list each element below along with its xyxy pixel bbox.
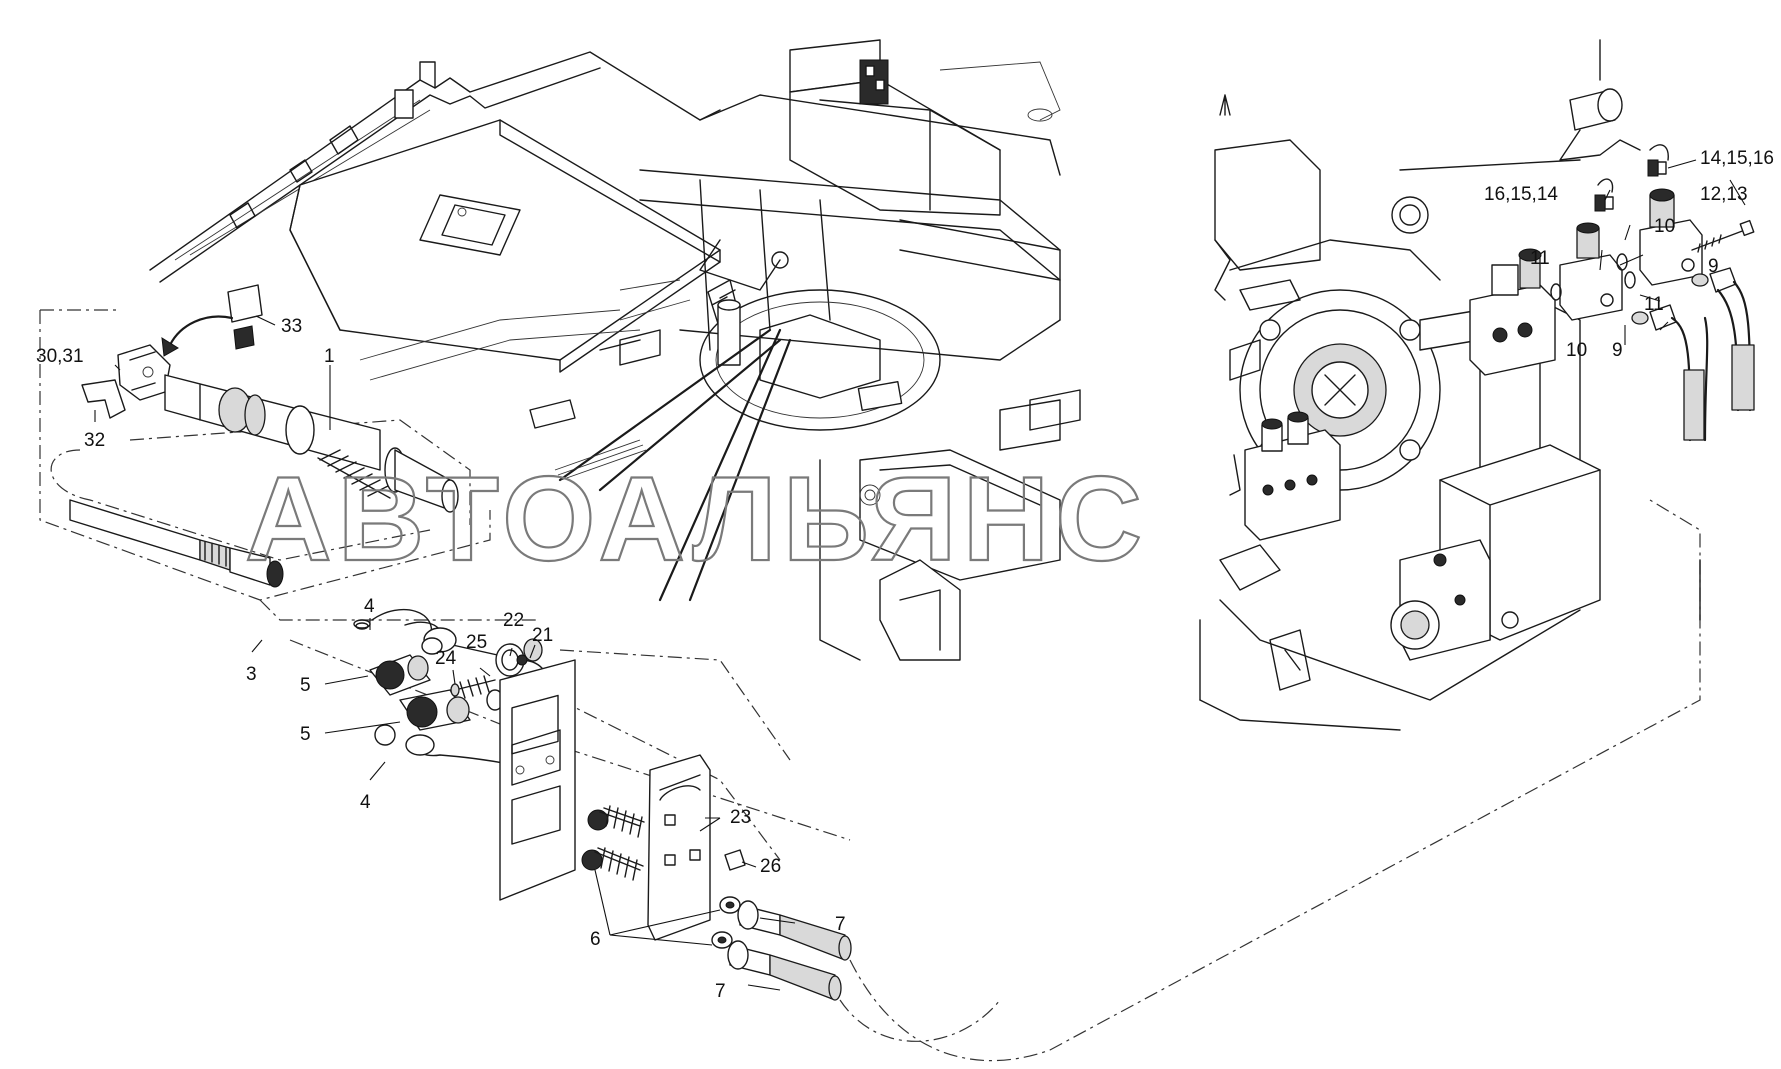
callout-9-upper: 9: [1708, 256, 1719, 277]
callout-32: 32: [84, 430, 105, 451]
hose-lower: [727, 940, 842, 1001]
valve-section-10b: [1639, 188, 1703, 286]
callout-11-left: 11: [1530, 248, 1550, 269]
callout-10-upper: 10: [1654, 216, 1675, 237]
callout-5-upper: 5: [300, 675, 311, 696]
callout-12-13: 12,13: [1700, 184, 1748, 205]
callout-25: 25: [466, 632, 487, 653]
callout-4-upper: 4: [364, 596, 375, 617]
callout-22: 22: [503, 610, 524, 631]
callout-3: 3: [246, 664, 257, 685]
drive-shaft-assembly: [39, 309, 491, 601]
callout-33: 33: [281, 316, 302, 337]
callout-21: 21: [532, 625, 553, 646]
callout-1: 1: [324, 346, 335, 367]
coupling-assembly: [259, 499, 1701, 1062]
bulkhead-fitting-lower: [581, 847, 644, 881]
pump-housing: [1390, 444, 1601, 661]
callout-9-lower: 9: [1612, 340, 1623, 361]
machine-frame: [149, 39, 1081, 661]
callout-4-lower: 4: [360, 792, 371, 813]
valve-section-10a: [1559, 222, 1623, 321]
lower-valve-block: [1229, 411, 1341, 541]
callout-24: 24: [435, 648, 457, 669]
watermark-text: АВТОАЛЬЯНС: [245, 452, 1148, 586]
callout-10-lower: 10: [1566, 340, 1587, 361]
engine-valve-area: [1199, 39, 1755, 731]
callout-23: 23: [730, 807, 751, 828]
callout-leaders: [94, 159, 1746, 991]
callout-7-lower: 7: [715, 981, 726, 1002]
callout-16-15-14: 16,15,14: [1484, 184, 1558, 205]
callout-26: 26: [760, 856, 781, 877]
quick-coupling-lower: [374, 689, 471, 746]
callout-30-31: 30,31: [36, 346, 84, 367]
shaft-spring: [317, 449, 391, 499]
hose-upper: [737, 900, 852, 961]
callout-7-upper: 7: [835, 914, 846, 935]
callout-14-15-16: 14,15,16: [1700, 148, 1774, 169]
bracket-33: [161, 284, 263, 357]
callout-11-right: 11: [1644, 294, 1664, 315]
valve-manifold-main: [1469, 248, 1556, 376]
callout-labels: 1 3 4 4 5 5 6 7 7 9 9 10 10 11 11 12,13 …: [36, 148, 1774, 1002]
callout-5-lower: 5: [300, 724, 311, 745]
quick-coupling-upper: [369, 654, 431, 696]
bulkhead-fitting-upper: [587, 805, 645, 838]
callout-6: 6: [590, 929, 601, 950]
